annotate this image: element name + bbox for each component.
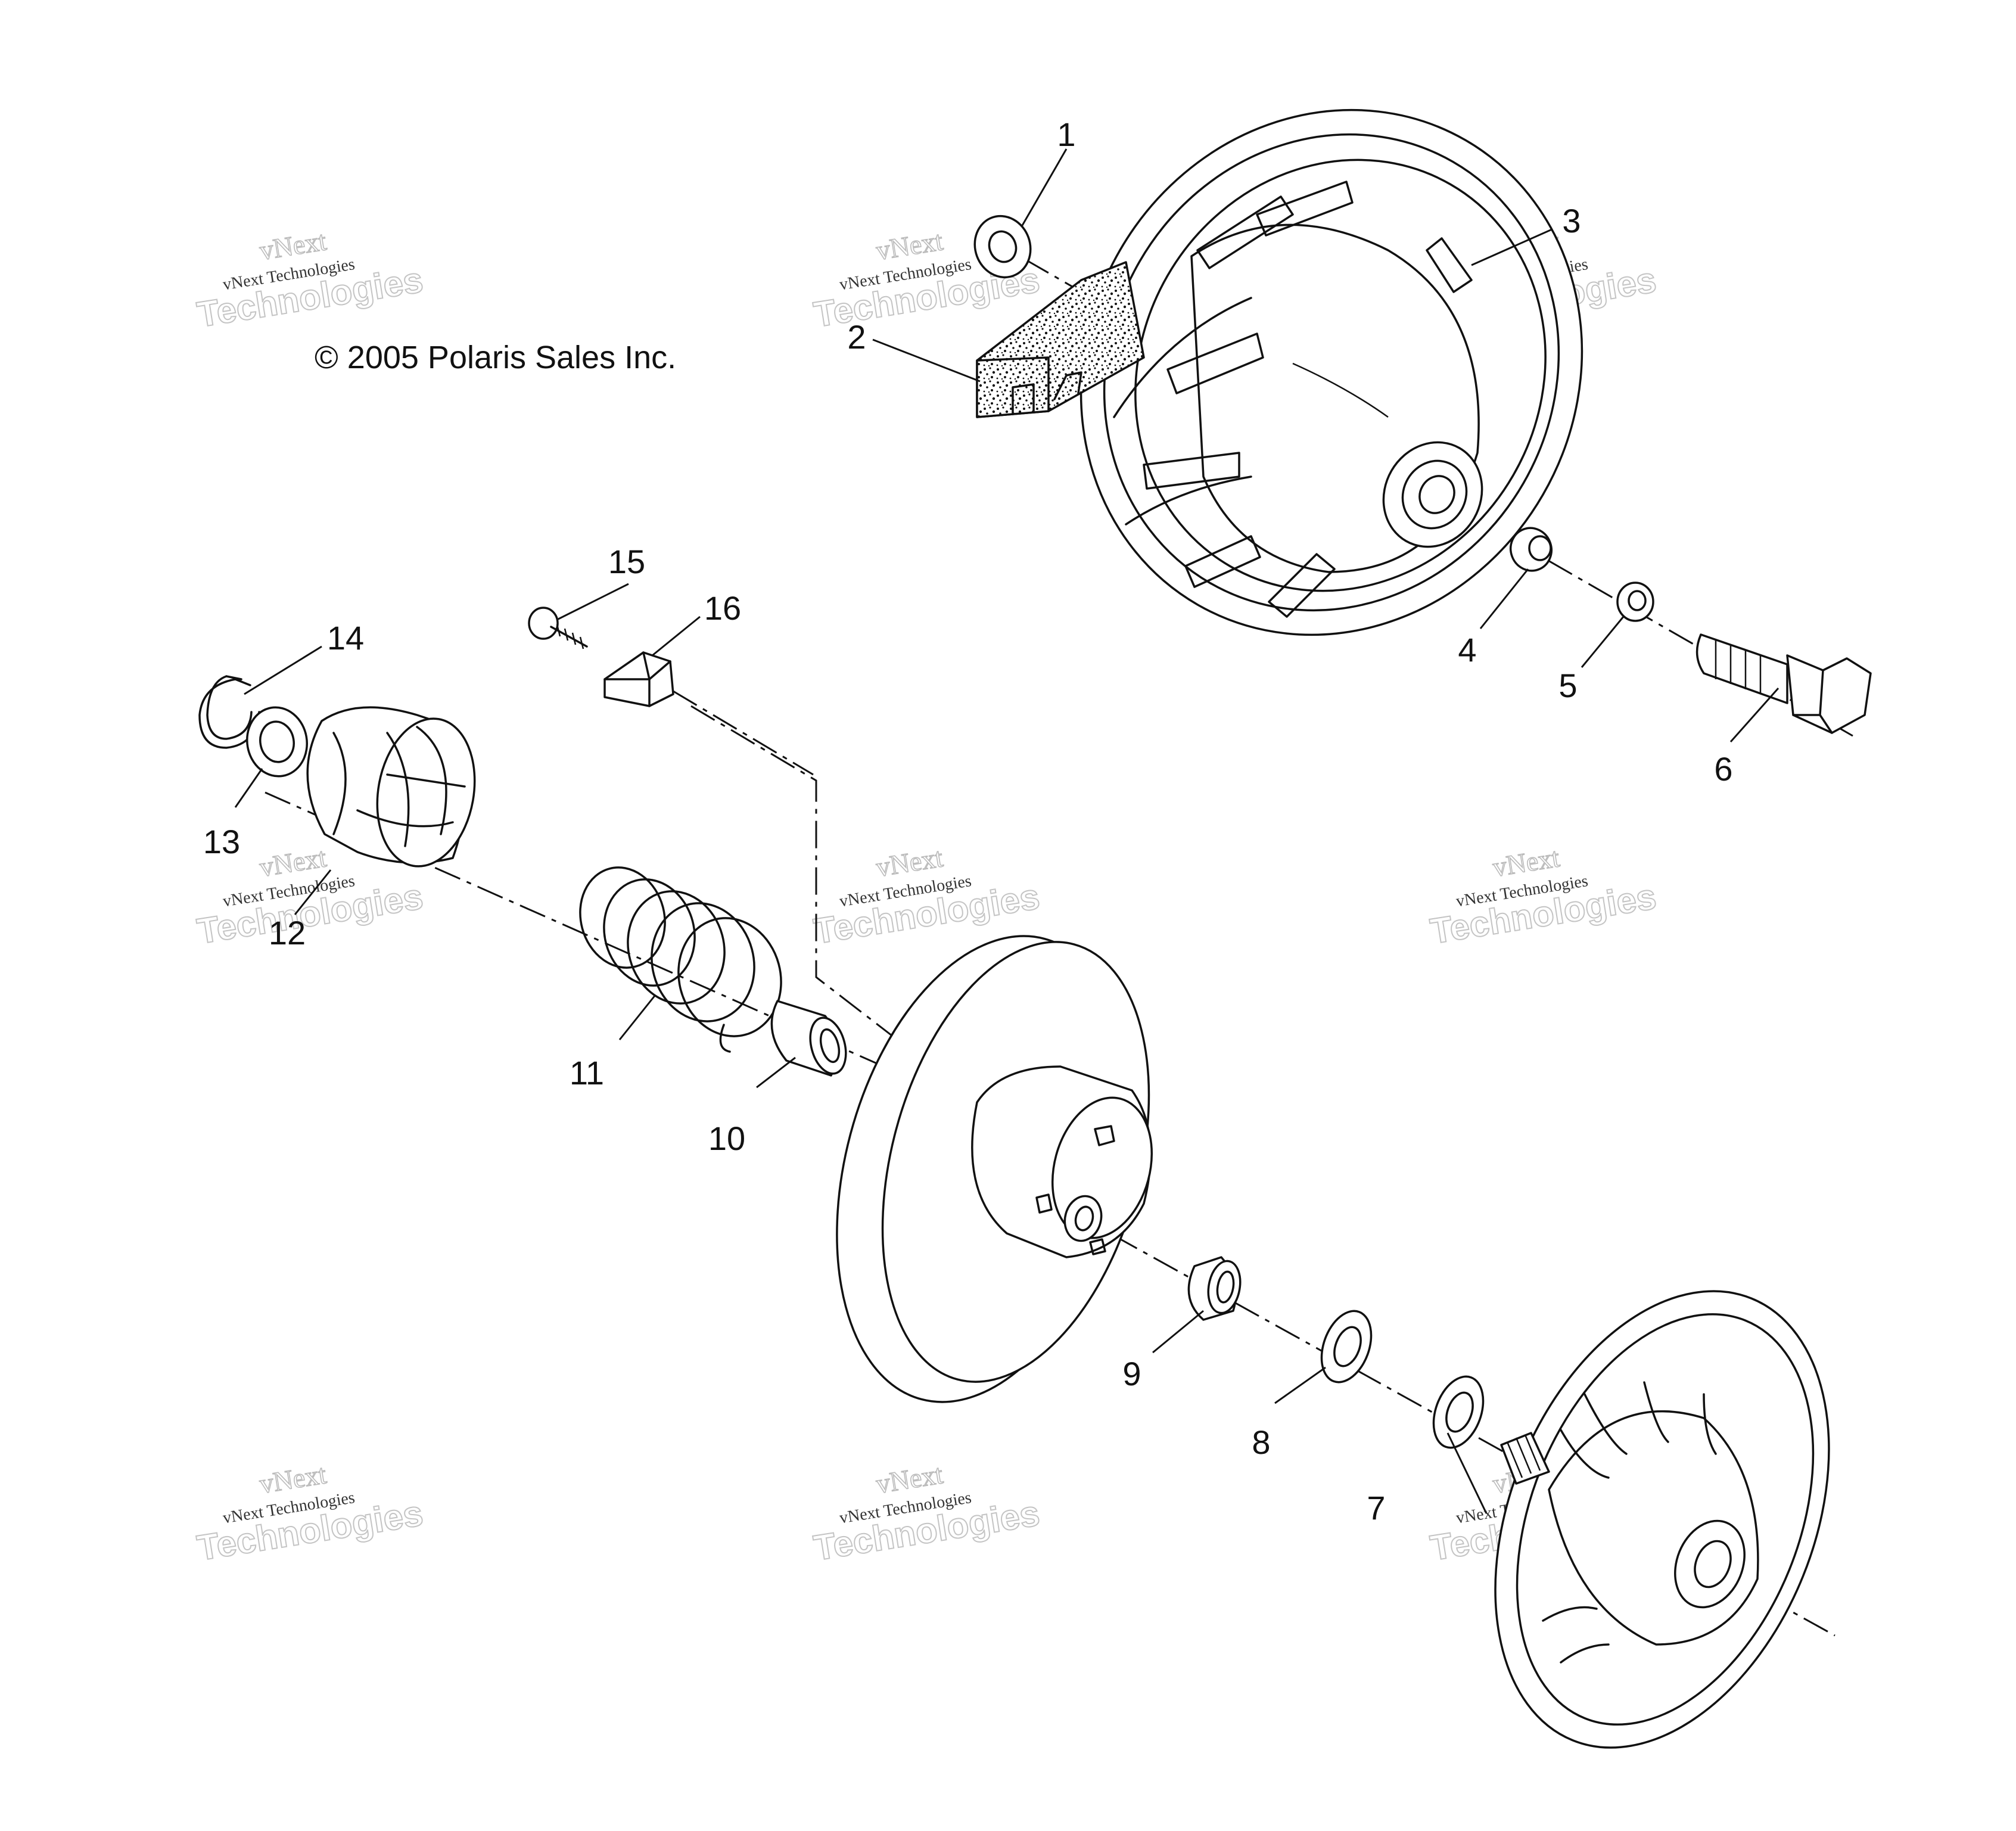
callout-8: 8 bbox=[1252, 1423, 1270, 1461]
part-15-screw bbox=[528, 607, 588, 649]
part-11-spring bbox=[579, 866, 782, 1053]
part-10-bushing bbox=[770, 1000, 847, 1077]
part-3-sheave-upper bbox=[1079, 108, 1583, 636]
callout-2: 2 bbox=[847, 318, 866, 356]
part-6-bolt bbox=[1695, 633, 1872, 734]
callout-7: 7 bbox=[1367, 1489, 1385, 1527]
watermark: vNext vNext Technologies Technologies bbox=[1427, 841, 1659, 952]
watermark-text: vNext bbox=[874, 1459, 945, 1499]
callout-5: 5 bbox=[1558, 667, 1577, 704]
callout-13: 13 bbox=[203, 823, 240, 860]
copyright-notice: © 2005 Polaris Sales Inc. bbox=[315, 340, 676, 375]
callout-12: 12 bbox=[269, 914, 306, 952]
callout-10: 10 bbox=[708, 1120, 745, 1157]
watermark: vNext vNext Technologies Technologies bbox=[194, 225, 426, 335]
callout-3: 3 bbox=[1562, 202, 1581, 240]
part-7-washer bbox=[1432, 1375, 1485, 1449]
callout-6: 6 bbox=[1714, 750, 1732, 788]
callout-16: 16 bbox=[704, 589, 741, 627]
watermark-text: vNext bbox=[257, 225, 328, 266]
callout-11: 11 bbox=[570, 1054, 604, 1092]
part-4-washer bbox=[1510, 527, 1553, 572]
callout-14: 14 bbox=[327, 619, 364, 657]
part-16-shoe bbox=[603, 651, 674, 707]
watermark-text: vNext bbox=[257, 1459, 328, 1499]
watermark: vNext vNext Technologies Technologies bbox=[810, 1458, 1043, 1568]
part-9-bushing bbox=[1187, 1256, 1242, 1321]
watermark-text: vNext bbox=[874, 842, 945, 882]
watermark: vNext vNext Technologies Technologies bbox=[810, 841, 1043, 952]
callout-labels: 1 2 3 4 5 6 7 8 9 10 11 12 13 14 15 16 bbox=[203, 116, 1733, 1527]
watermark-text: vNext bbox=[257, 842, 328, 882]
callout-4: 4 bbox=[1458, 631, 1476, 669]
callout-9: 9 bbox=[1122, 1355, 1141, 1392]
part-1-washer bbox=[973, 215, 1032, 279]
watermark-text: vNext bbox=[874, 225, 945, 266]
callout-15: 15 bbox=[608, 543, 645, 580]
part-5-lock-washer bbox=[1616, 582, 1654, 622]
driven-sheave-center bbox=[836, 935, 1153, 1403]
watermark: vNext vNext Technologies Technologies bbox=[810, 225, 1043, 335]
part-8-washer bbox=[1320, 1310, 1373, 1384]
part-12-cam bbox=[306, 706, 476, 868]
part-13-washer bbox=[245, 706, 309, 778]
watermark: vNext vNext Technologies Technologies bbox=[194, 1458, 426, 1568]
leader-lines bbox=[234, 148, 1779, 1514]
callout-1: 1 bbox=[1057, 116, 1075, 153]
driven-sheave-lower bbox=[1494, 1290, 1830, 1749]
part-2-drive-belt bbox=[976, 261, 1145, 418]
watermark-text: vNext bbox=[1491, 842, 1561, 882]
